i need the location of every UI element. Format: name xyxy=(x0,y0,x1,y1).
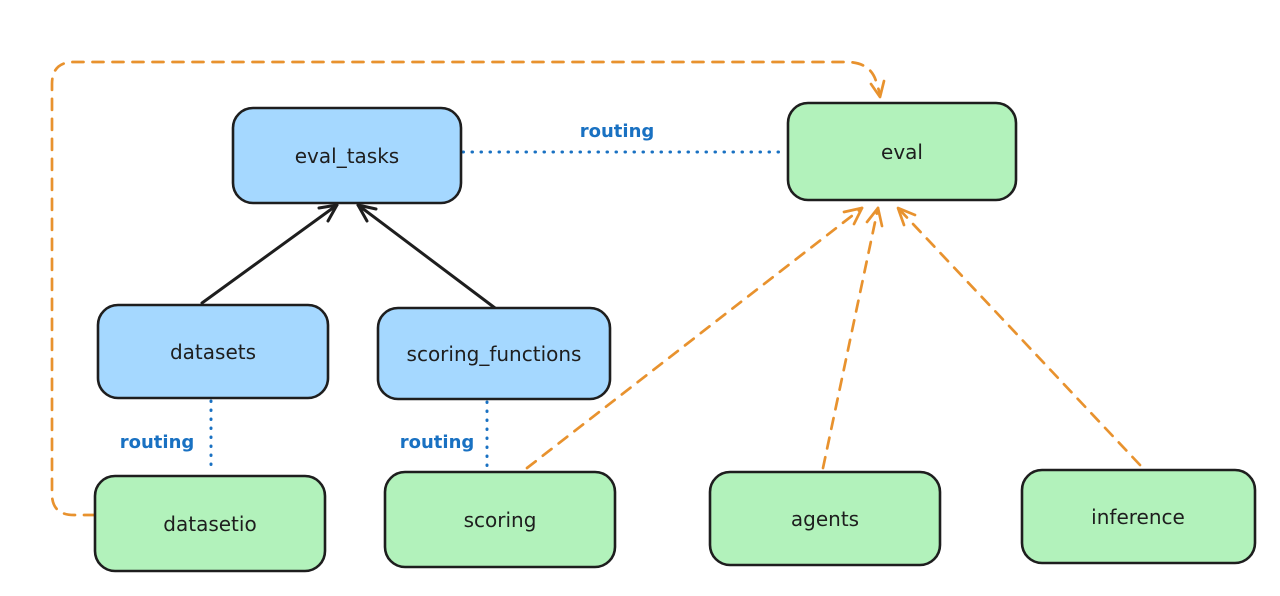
node-datasets-box xyxy=(96,303,330,400)
edge-label-routing-scoring: routing xyxy=(400,432,475,453)
node-agents-label: agents xyxy=(791,507,859,531)
node-scoring-functions-box xyxy=(376,306,612,401)
node-eval-box xyxy=(786,101,1018,202)
edge-datasetio-to-eval-arrow xyxy=(50,60,882,517)
node-scoring-label: scoring xyxy=(464,508,537,532)
edge-inference-to-eval-arrow xyxy=(896,206,1142,467)
node-agents: agents xyxy=(708,470,942,567)
edge-datasetio-to-eval-arrowhead-icon xyxy=(869,79,886,99)
edge-scoring-functions-to-eval-tasks-arrowhead-icon xyxy=(356,203,378,223)
node-eval-tasks-label: eval_tasks xyxy=(295,144,399,168)
node-inference: inference xyxy=(1020,468,1257,565)
edge-agents-to-eval-arrow xyxy=(821,206,880,470)
edge-inference-to-eval-arrowhead-icon xyxy=(896,206,917,227)
edge-label-routing-top: routing xyxy=(580,121,655,142)
node-scoring-functions: scoring_functions xyxy=(376,306,612,401)
edge-datasets-to-eval-tasks-arrow xyxy=(200,203,339,305)
node-eval-tasks-box xyxy=(231,106,463,205)
edge-datasets-to-eval-tasks-arrowhead-icon xyxy=(317,203,339,223)
edge-agents-to-eval-arrowhead-icon xyxy=(865,206,884,228)
node-datasetio-box xyxy=(93,474,327,573)
edge-scoring-functions-to-eval-tasks-arrow xyxy=(356,203,497,310)
node-eval-label: eval xyxy=(881,140,923,164)
edge-scoring-to-eval-arrowhead-icon xyxy=(842,206,864,226)
node-datasets: datasets xyxy=(96,303,330,400)
edge-label-routing-datasets: routing xyxy=(120,432,195,453)
node-eval-tasks: eval_tasks xyxy=(231,106,463,205)
node-datasetio: datasetio xyxy=(93,474,327,573)
node-inference-box xyxy=(1020,468,1257,565)
node-eval: eval xyxy=(786,101,1018,202)
node-scoring-box xyxy=(383,470,617,569)
node-agents-box xyxy=(708,470,942,567)
node-datasetio-label: datasetio xyxy=(163,512,256,536)
node-datasets-label: datasets xyxy=(170,340,256,364)
node-scoring-functions-label: scoring_functions xyxy=(407,342,582,366)
node-inference-label: inference xyxy=(1091,505,1185,529)
edge-scoring-to-eval-arrow xyxy=(525,206,864,470)
node-scoring: scoring xyxy=(383,470,617,569)
